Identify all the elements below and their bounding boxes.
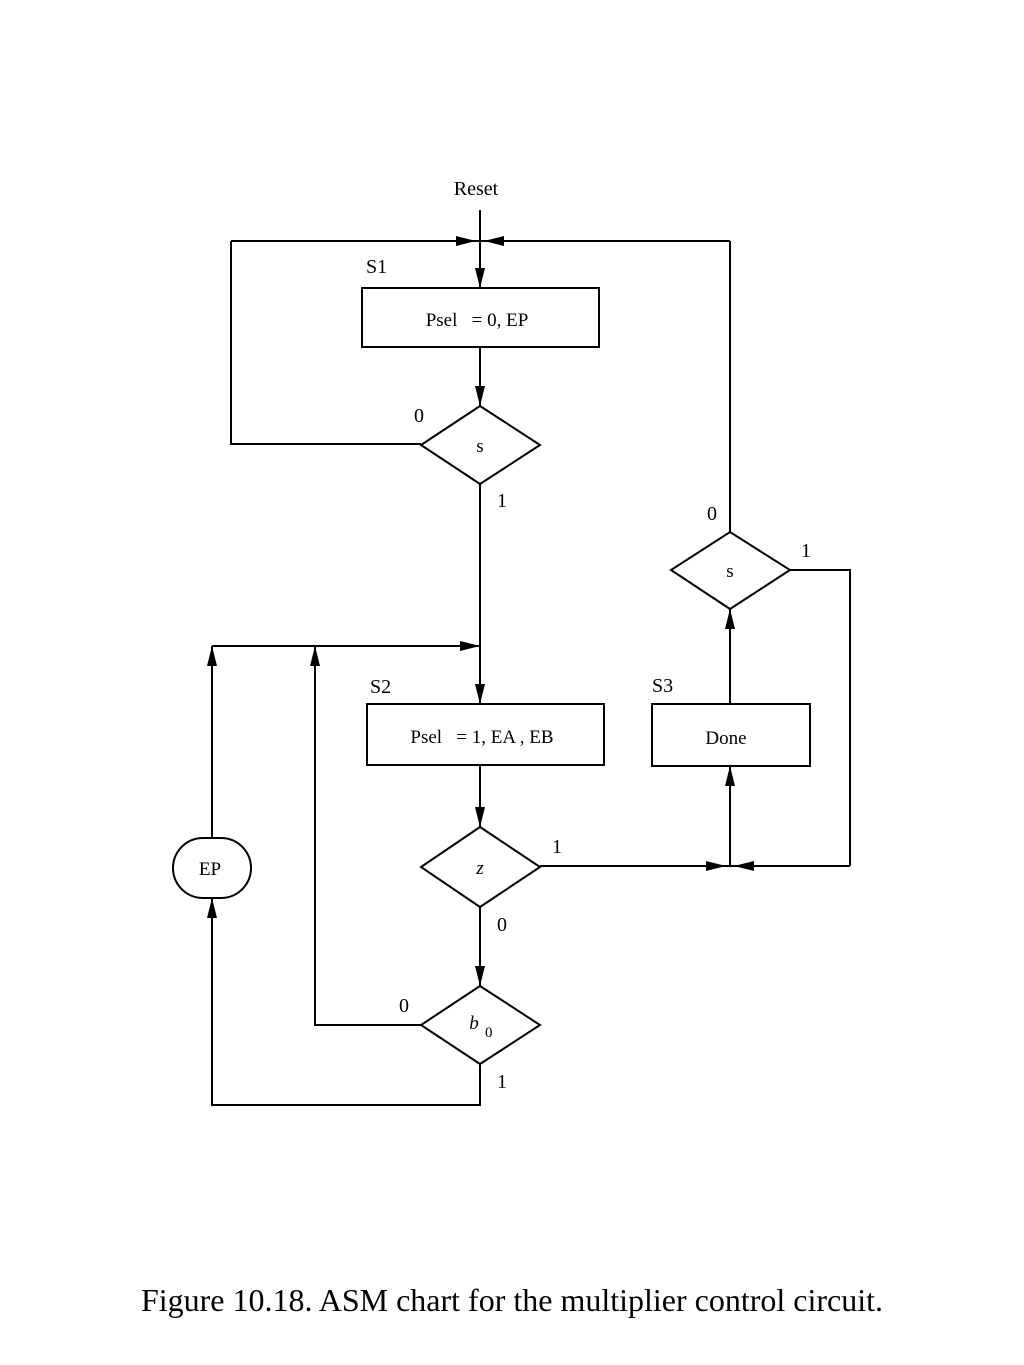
decision-s-right-false-label: 0 — [707, 503, 717, 525]
state-s3-name: S3 — [652, 675, 673, 697]
decision-b0-subscript: 0 — [485, 1025, 493, 1041]
conditional-output-ep-label: EP — [199, 859, 221, 880]
arrow-ep-up — [207, 646, 217, 666]
asm-chart: Reset — [172, 178, 851, 1106]
arrow-into-z — [475, 807, 485, 827]
arrow-into-s-right — [725, 609, 735, 629]
decision-b0-true-label: 1 — [497, 1071, 507, 1093]
decision-s-right-condition: s — [726, 561, 733, 582]
reset-label: Reset — [454, 178, 499, 200]
decision-s-top-false-label: 0 — [414, 405, 424, 427]
state-s2-box — [366, 703, 605, 766]
arrow-into-s2 — [475, 684, 485, 704]
state-s3-action: Done — [705, 728, 746, 749]
state-s3-box — [651, 703, 811, 767]
arrow-into-s2-feed — [460, 641, 480, 651]
arrow-into-b0 — [475, 966, 485, 986]
b0-zero-line — [314, 646, 421, 1026]
arrow-into-s-top — [475, 386, 485, 406]
decision-s-top-condition: s — [476, 436, 483, 457]
decision-z — [419, 825, 542, 909]
conditional-output-ep — [172, 837, 252, 899]
arrow-top-right — [484, 236, 504, 246]
arrow-hold-left — [734, 861, 754, 871]
state-s1-name: S1 — [366, 256, 387, 278]
decision-s-right-true-label: 1 — [801, 540, 811, 562]
state-s1-box — [361, 287, 600, 348]
decision-s-top-true-label: 1 — [497, 490, 507, 512]
arrow-z-right — [706, 861, 726, 871]
decision-b0-false-label: 0 — [399, 995, 409, 1017]
arrow-into-s1 — [475, 268, 485, 288]
arrowheads — [207, 236, 754, 986]
decision-b0 — [419, 984, 542, 1066]
state-s2-name: S2 — [370, 676, 391, 698]
arrow-into-s3 — [725, 766, 735, 786]
decision-z-false-label: 0 — [497, 914, 507, 936]
s1-loop-line — [230, 241, 421, 445]
state-s1-action: Psel = 0, EP — [426, 310, 529, 331]
decision-z-true-label: 1 — [552, 836, 562, 858]
arrow-into-ep — [207, 898, 217, 918]
state-s2-action: Psel = 1, EA , EB — [410, 727, 553, 748]
decision-s-right — [669, 530, 792, 611]
decision-s-top — [419, 404, 542, 486]
decision-z-condition: z — [475, 858, 484, 879]
arrow-b0-up — [310, 646, 320, 666]
figure-caption: Figure 10.18. ASM chart for the multipli… — [140, 1282, 884, 1318]
decision-b0-condition: b — [469, 1013, 479, 1034]
b0-one-line — [211, 898, 481, 1106]
s3-hold-line — [790, 569, 851, 866]
arrow-top-left — [456, 236, 476, 246]
